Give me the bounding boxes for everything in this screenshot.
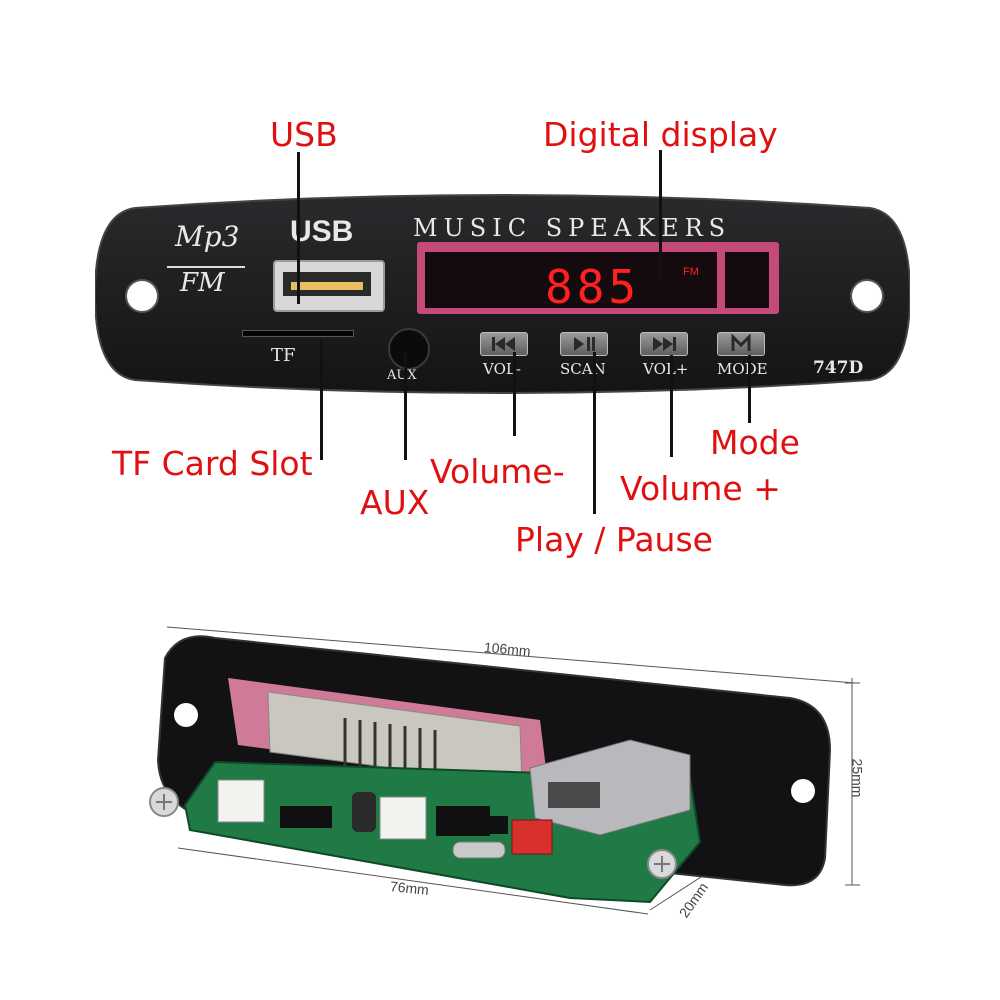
digital-display [417,242,779,314]
callout-play-pause: Play / Pause [515,520,713,559]
leader-aux [404,352,407,460]
callout-tf-card-slot: TF Card Slot [112,444,313,483]
callout-digital-display: Digital display [543,115,778,154]
next-icon [653,337,676,351]
dimension-height: 25mm [849,758,866,798]
logo-fm: FM [180,268,225,298]
vol-plus-button[interactable] [640,332,688,356]
play-pause-icon [574,337,595,351]
callout-aux: AUX [360,483,430,522]
module-rear-view [149,626,860,915]
leader-display [659,150,662,282]
scan-button[interactable] [560,332,608,356]
vol-minus-label: VOL- [483,360,521,378]
callout-usb: USB [270,115,338,154]
leader-tf [320,340,323,460]
display-fm-indicator: FM [683,266,699,278]
usb-port[interactable] [273,260,385,312]
leader-mode [748,355,751,423]
leader-volume-plus [670,355,673,457]
mode-icon [731,333,751,351]
mode-label: MODE [717,360,768,378]
tf-card-slot[interactable] [242,330,354,337]
callout-volume-plus: Volume + [620,469,781,508]
callout-mode: Mode [710,423,800,462]
leader-usb [297,152,300,304]
leader-volume-minus [513,352,516,436]
mode-button[interactable] [717,332,765,356]
vol-plus-label: VOL+ [643,360,689,378]
panel-title: MUSIC SPEAKERS [413,214,732,242]
aux-jack[interactable] [388,328,430,370]
front-panel: Mp3 FM USB MUSIC SPEAKERS TF AUX 885 FM [95,190,910,398]
previous-icon [492,337,515,351]
display-digits: 885 [545,260,641,314]
scan-label: SCAN [560,360,606,378]
tf-label: TF [271,345,296,366]
callout-volume-minus: Volume- [430,452,565,491]
logo-mp3: Mp3 [175,220,240,253]
leader-play-pause [593,352,596,514]
aux-label: AUX [387,368,417,383]
model-number: 747D [813,358,864,378]
vol-minus-button[interactable] [480,332,528,356]
usb-panel-label: USB [290,215,354,248]
